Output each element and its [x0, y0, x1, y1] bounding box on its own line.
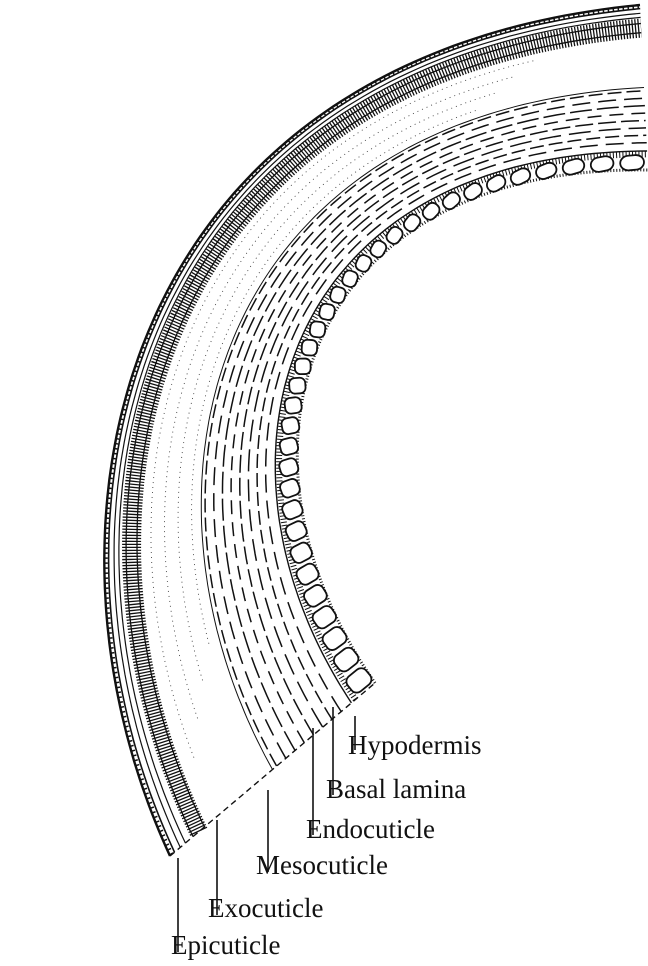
label-mesocuticle: Mesocuticle: [256, 852, 388, 879]
exocuticle-top-edge: [126, 24, 641, 837]
exocuticle-bottom-edge: [137, 33, 641, 827]
cuticle-layers: [104, 5, 648, 856]
hypodermis-cell: [329, 285, 347, 304]
label-hypodermis: Hypodermis: [348, 732, 481, 759]
hypodermis-cell: [301, 339, 317, 355]
endocuticle-lamina: [257, 135, 646, 719]
mesocuticle-fibre: [178, 93, 495, 680]
endocuticle-lamina: [240, 121, 646, 735]
hypodermis-cell: [280, 498, 304, 521]
hypodermis-cell: [279, 436, 300, 456]
label-endocuticle: Endocuticle: [306, 816, 435, 843]
exocuticle-outer-line: [119, 17, 641, 843]
hypodermis-cell: [284, 397, 302, 415]
hypodermis-cell: [281, 416, 301, 435]
epicuticle-outer-line: [104, 5, 640, 856]
endocuticle-lamina: [214, 98, 645, 758]
label-epicuticle: Epicuticle: [171, 932, 280, 959]
epicuticle-boundary-line: [114, 13, 640, 847]
hypodermis-cell: [534, 161, 558, 181]
hypodermis-cell: [288, 540, 314, 565]
hypodermis-inner-stipple: [297, 170, 648, 683]
epicuticle-dot-band: [106, 7, 640, 855]
hypodermis-cell: [294, 561, 321, 587]
hypodermis-cell: [561, 157, 586, 176]
hypodermis-cell: [295, 359, 311, 375]
hypodermis-cell: [284, 519, 309, 543]
hypodermis-cell: [620, 154, 645, 171]
hypodermis-cell: [302, 583, 330, 609]
hypodermis-cell: [318, 303, 335, 321]
hypodermis-cell: [341, 269, 360, 289]
hypodermis-cell: [289, 377, 306, 394]
hypodermis-cells: [278, 154, 645, 695]
endocuticle-lamina: [248, 128, 646, 727]
label-exocuticle: Exocuticle: [208, 895, 323, 922]
hypodermis-cell: [309, 321, 326, 338]
label-basal-lamina: Basal lamina: [326, 776, 466, 803]
